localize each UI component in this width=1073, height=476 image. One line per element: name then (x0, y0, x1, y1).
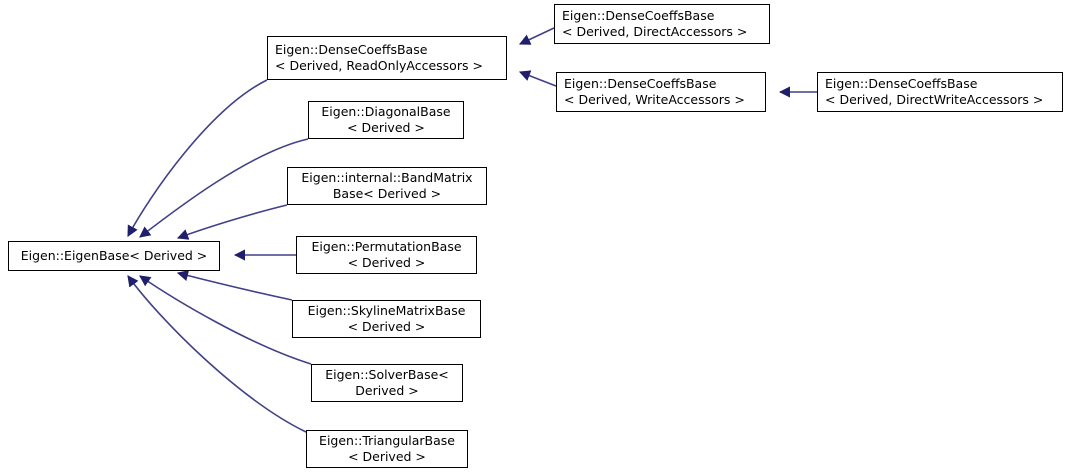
node-label-line: < Derived, ReadOnlyAccessors > (275, 58, 483, 73)
edge-solverbase-to-eigenbase (139, 275, 312, 365)
edge-write-to-readonly (518, 70, 557, 87)
edge-skylinematrixbase-to-eigenbase (176, 270, 293, 301)
node-label-line: < Derived, DirectAccessors > (562, 24, 748, 39)
node-eigen-eigenbase[interactable]: Eigen::EigenBase< Derived > (8, 241, 220, 271)
node-eigen-densecoeffsbase-directwriteaccessors[interactable]: Eigen::DenseCoeffsBase < Derived, Direct… (817, 72, 1063, 112)
node-label-line: Derived > (355, 383, 419, 398)
node-eigen-densecoeffsbase-directaccessors[interactable]: Eigen::DenseCoeffsBase < Derived, Direct… (554, 4, 770, 44)
node-eigen-permutationbase[interactable]: Eigen::PermutationBase < Derived > (296, 236, 477, 274)
node-eigen-densecoeffsbase-readonlyaccessors[interactable]: Eigen::DenseCoeffsBase < Derived, ReadOn… (267, 36, 507, 80)
edge-bandmatrixbase-to-eigenbase (176, 204, 288, 240)
node-label-line: Eigen::DenseCoeffsBase (562, 8, 715, 23)
node-label-line: < Derived, WriteAccessors > (564, 92, 745, 107)
edge-readonly-to-eigenbase (127, 79, 268, 237)
edge-diagonalbase-to-eigenbase (139, 138, 309, 238)
node-label-line: Eigen::DenseCoeffsBase (564, 76, 717, 91)
node-label-line: Base< Derived > (332, 186, 442, 201)
node-label-line: Eigen::DiagonalBase (321, 104, 451, 119)
node-label-line: Eigen::internal::BandMatrix (301, 170, 473, 185)
node-label-line: Eigen::TriangularBase (319, 433, 455, 448)
node-label-line: Eigen::SolverBase< (325, 367, 449, 382)
node-label-line: < Derived, DirectWriteAccessors > (825, 92, 1044, 107)
node-label-line: Eigen::EigenBase< Derived > (20, 248, 208, 263)
node-eigen-skylinematrixbase[interactable]: Eigen::SkylineMatrixBase < Derived > (292, 300, 481, 338)
node-label-line: < Derived > (348, 449, 426, 464)
node-eigen-triangularbase[interactable]: Eigen::TriangularBase < Derived > (306, 430, 468, 468)
node-label-line: Eigen::DenseCoeffsBase (275, 42, 428, 57)
node-label-line: < Derived > (347, 255, 426, 270)
node-eigen-solverbase[interactable]: Eigen::SolverBase< Derived > (311, 364, 463, 402)
node-label-line: Eigen::DenseCoeffsBase (825, 76, 978, 91)
node-label-line: Eigen::SkylineMatrixBase (307, 303, 466, 318)
node-label-line: < Derived > (347, 120, 425, 135)
node-eigen-internal-bandmatrixbase[interactable]: Eigen::internal::BandMatrix Base< Derive… (287, 167, 487, 205)
node-label-line: Eigen::PermutationBase (311, 239, 462, 254)
node-eigen-diagonalbase[interactable]: Eigen::DiagonalBase < Derived > (308, 101, 464, 139)
node-label-line: < Derived > (347, 319, 426, 334)
node-eigen-densecoeffsbase-writeaccessors[interactable]: Eigen::DenseCoeffsBase < Derived, WriteA… (556, 72, 766, 112)
edge-triangularbase-to-eigenbase (127, 275, 307, 433)
edge-direct-to-readonly (518, 27, 555, 45)
